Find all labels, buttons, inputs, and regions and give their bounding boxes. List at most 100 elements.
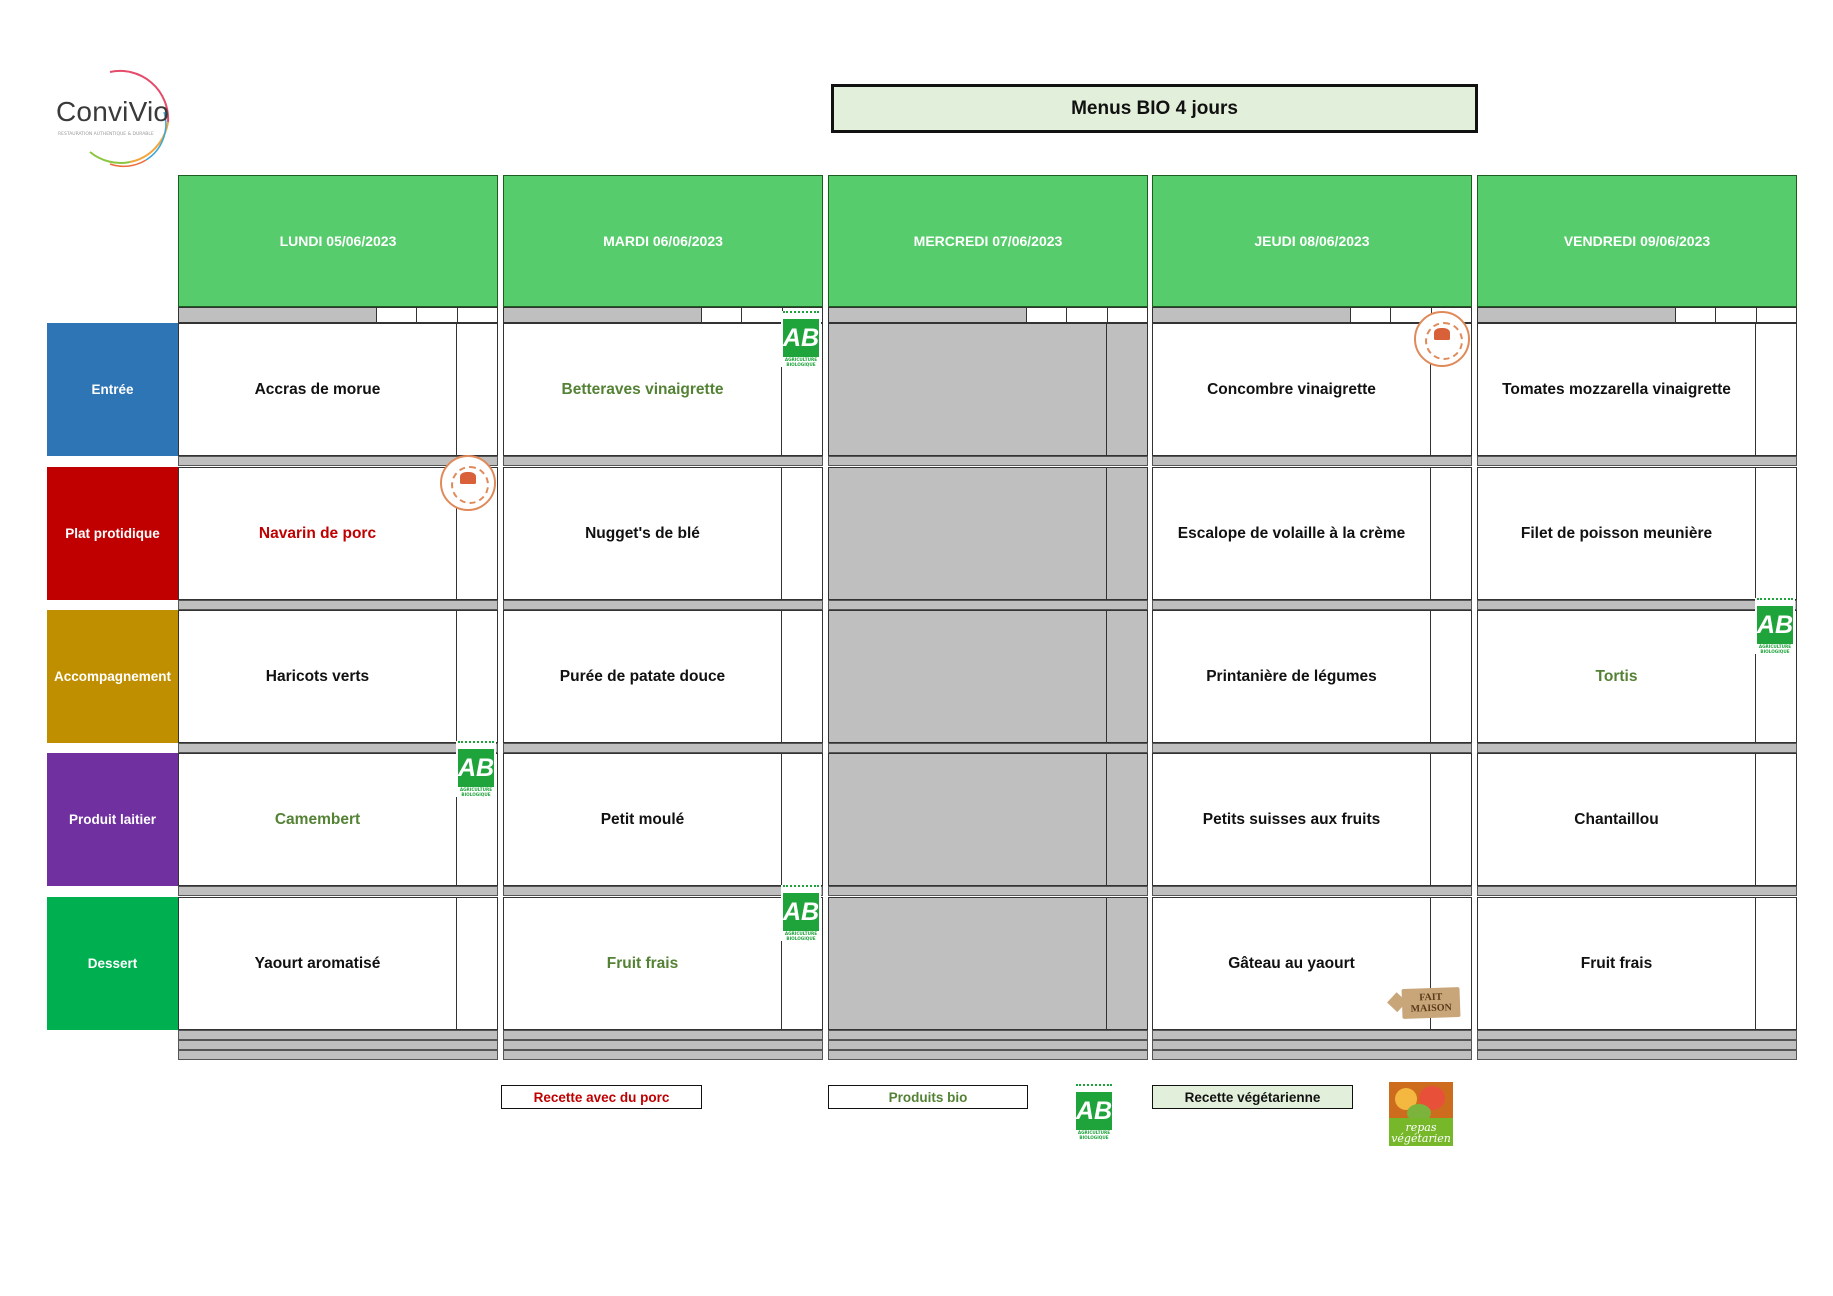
menu-item-text: Nugget's de blé xyxy=(585,524,700,542)
row-label-3: Produit laitier xyxy=(47,753,178,886)
menu-cell-side xyxy=(1755,754,1796,885)
day-header-1: MARDI 06/06/2023 xyxy=(503,175,823,307)
legend-veg: Recette végétarienne xyxy=(1152,1085,1353,1109)
menu-cell xyxy=(828,467,1148,600)
logo-tagline: RESTAURATION AUTHENTIQUE & DURABLE xyxy=(58,132,154,137)
menu-cell-side xyxy=(1106,754,1147,885)
row-separator xyxy=(1477,743,1797,753)
menu-item-text: Accras de morue xyxy=(254,380,381,398)
menu-cell: Accras de morue xyxy=(178,323,498,456)
menu-cell: Betteraves vinaigrette xyxy=(503,323,823,456)
menu-cell xyxy=(828,610,1148,743)
menu-cell: Tomates mozzarella vinaigrette xyxy=(1477,323,1797,456)
menu-item-text xyxy=(829,898,1106,1029)
day-strip-4 xyxy=(1477,307,1797,323)
logo-rings xyxy=(89,69,170,168)
menu-item-text xyxy=(829,611,1106,742)
row-separator xyxy=(178,886,498,896)
menu-cell-side xyxy=(1106,324,1147,455)
logo-name: ConviVio xyxy=(56,96,170,127)
menu-item-text: Chantaillou xyxy=(1574,810,1659,828)
row-separator xyxy=(1152,743,1472,753)
menu-cell: Fruit frais xyxy=(1477,897,1797,1030)
day-header-3: JEUDI 08/06/2023 xyxy=(1152,175,1472,307)
menu-cell-side xyxy=(1755,324,1796,455)
row-separator xyxy=(1477,886,1797,896)
footer-bar xyxy=(828,1050,1148,1060)
menu-item-text: Tortis xyxy=(1595,667,1638,685)
footer-bar xyxy=(1152,1050,1472,1060)
local-product-seal-icon xyxy=(440,455,496,511)
menu-cell-side xyxy=(1106,611,1147,742)
legend-bio: Produits bio xyxy=(828,1085,1028,1109)
footer-bar xyxy=(503,1040,823,1050)
menu-cell-side xyxy=(1106,468,1147,599)
day-strip-1 xyxy=(503,307,823,323)
menu-cell-side xyxy=(456,611,497,742)
vegetarian-meal-icon: repas végétarien xyxy=(1389,1082,1453,1146)
menu-cell-side xyxy=(781,611,822,742)
row-label-2: Accompagnement xyxy=(47,610,178,743)
menu-cell-side xyxy=(781,898,822,1029)
menu-cell-side xyxy=(1106,898,1147,1029)
row-separator xyxy=(828,743,1148,753)
menu-item-text: Petits suisses aux fruits xyxy=(1202,810,1381,828)
menu-item-text: Yaourt aromatisé xyxy=(254,954,381,972)
footer-bar xyxy=(503,1050,823,1060)
menu-item-text: Escalope de volaille à la crème xyxy=(1177,524,1406,542)
menu-item-text: Gâteau au yaourt xyxy=(1228,954,1355,972)
menu-item-text: Camembert xyxy=(274,810,361,828)
row-separator xyxy=(178,600,498,610)
footer-bar xyxy=(828,1040,1148,1050)
row-separator xyxy=(503,886,823,896)
menu-cell: Printanière de légumes xyxy=(1152,610,1472,743)
row-separator xyxy=(828,456,1148,466)
menu-cell-side xyxy=(781,754,822,885)
menu-item-text: Tomates mozzarella vinaigrette xyxy=(1502,380,1731,398)
row-label-4: Dessert xyxy=(47,897,178,1030)
menu-cell: Nugget's de blé xyxy=(503,467,823,600)
menu-cell: Purée de patate douce xyxy=(503,610,823,743)
menu-item-text: Navarin de porc xyxy=(258,524,377,542)
menu-cell: Camembert xyxy=(178,753,498,886)
menu-cell-side xyxy=(456,324,497,455)
menu-cell-side xyxy=(1430,754,1471,885)
menu-cell: Fruit frais xyxy=(503,897,823,1030)
menu-cell-side xyxy=(1430,324,1471,455)
fait-maison-tag-icon: FAIT MAISON xyxy=(1401,986,1461,1020)
footer-bar xyxy=(1152,1040,1472,1050)
row-separator xyxy=(1152,456,1472,466)
menu-cell-side xyxy=(781,468,822,599)
menu-cell: Petit moulé xyxy=(503,753,823,886)
menu-cell xyxy=(828,753,1148,886)
row-separator xyxy=(1477,600,1797,610)
row-separator xyxy=(178,456,498,466)
menu-item-text: Purée de patate douce xyxy=(559,667,726,685)
day-strip-0 xyxy=(178,307,498,323)
row-separator xyxy=(828,1030,1148,1040)
footer-bar xyxy=(1477,1050,1797,1060)
menu-item-text: Betteraves vinaigrette xyxy=(561,380,724,398)
menu-cell-side xyxy=(456,898,497,1029)
day-strip-2 xyxy=(828,307,1148,323)
menu-cell: Petits suisses aux fruits xyxy=(1152,753,1472,886)
convivio-logo: ConviVio RESTAURATION AUTHENTIQUE & DURA… xyxy=(50,62,180,172)
day-strip-3 xyxy=(1152,307,1472,323)
menu-item-text: Haricots verts xyxy=(265,667,370,685)
menu-cell xyxy=(828,323,1148,456)
legend-pork: Recette avec du porc xyxy=(501,1085,702,1109)
row-separator xyxy=(503,600,823,610)
menu-cell: Haricots verts xyxy=(178,610,498,743)
row-separator xyxy=(503,456,823,466)
menu-item-text: Fruit frais xyxy=(1580,954,1653,972)
day-header-0: LUNDI 05/06/2023 xyxy=(178,175,498,307)
menu-item-text xyxy=(829,468,1106,599)
row-label-1: Plat protidique xyxy=(47,467,178,600)
menu-cell-side xyxy=(1430,611,1471,742)
menu-cell: Yaourt aromatisé xyxy=(178,897,498,1030)
row-separator xyxy=(1152,886,1472,896)
menu-cell-side xyxy=(781,324,822,455)
menu-item-text xyxy=(829,324,1106,455)
